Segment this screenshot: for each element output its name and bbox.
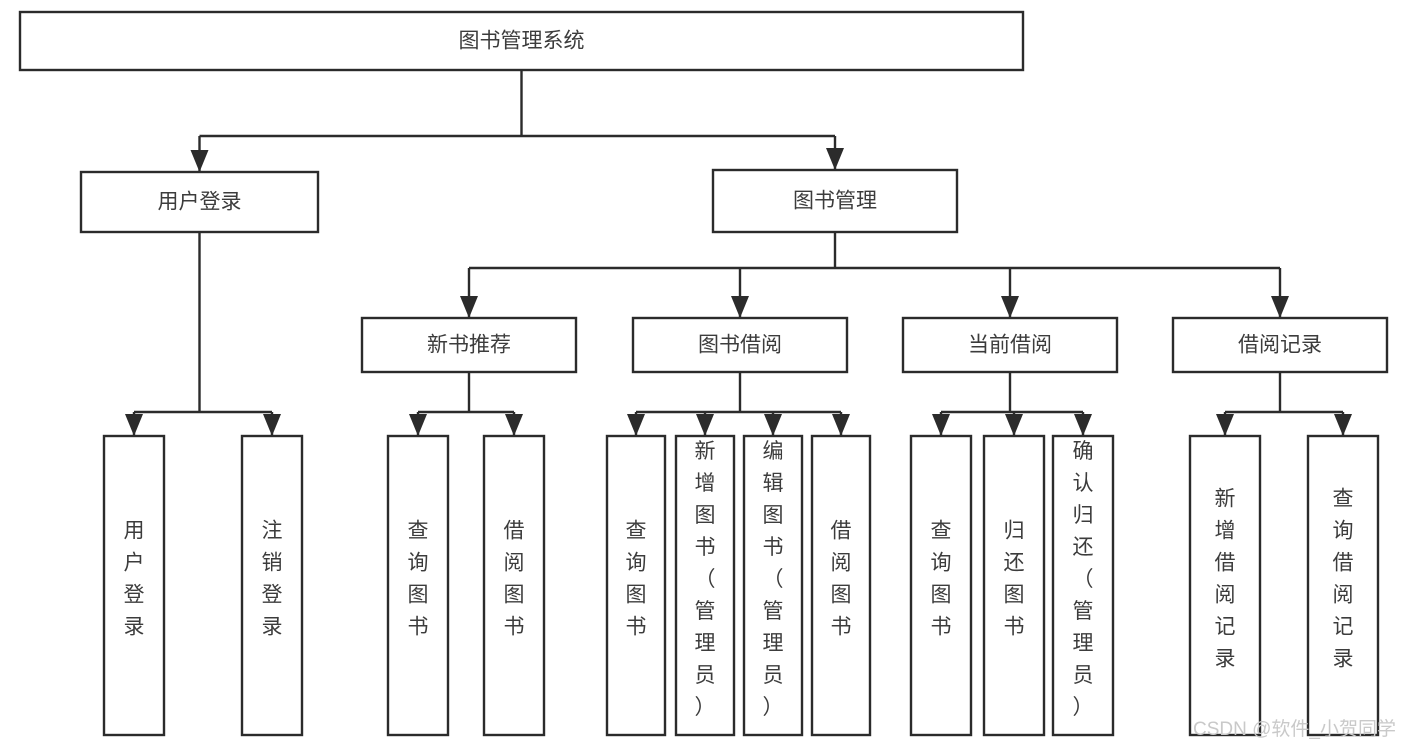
- arrowhead-icon: [731, 296, 749, 318]
- root-node-box[interactable]: [18, 10, 1025, 72]
- leaf-node-leaf-query-book-1-label: 查询图书: [408, 520, 429, 639]
- level2-node-book-borrow-label: 图书借阅: [698, 334, 782, 357]
- leaf-node-leaf-add-record-box[interactable]: [1188, 434, 1262, 737]
- leaf-node-leaf-query-record[interactable]: 查询借阅记录: [1306, 434, 1380, 737]
- leaf-node-leaf-confirm-return-box[interactable]: [1051, 434, 1115, 737]
- leaf-node-leaf-query-record-box[interactable]: [1306, 434, 1380, 737]
- leaf-node-leaf-edit-book[interactable]: 编辑图书（管理员）: [742, 434, 804, 737]
- level2-node-current-borrow-label: 当前借阅: [968, 334, 1052, 357]
- leaf-node-leaf-user-login-box[interactable]: [102, 434, 166, 737]
- leaf-node-leaf-query-book-2-label: 查询图书: [626, 520, 647, 639]
- level1-node-book-manage-box[interactable]: [711, 168, 959, 234]
- leaf-node-leaf-return-book-label: 归还图书: [1004, 520, 1025, 639]
- arrowhead-icon: [832, 414, 850, 436]
- level2-node-borrow-record-label: 借阅记录: [1238, 334, 1322, 357]
- leaf-node-leaf-return-book[interactable]: 归还图书: [982, 434, 1046, 737]
- arrowhead-icon: [1074, 414, 1092, 436]
- level1-node-user-login-label: 用户登录: [158, 191, 242, 214]
- leaf-node-leaf-borrow-book-1-box[interactable]: [482, 434, 546, 737]
- leaf-node-leaf-edit-book-box[interactable]: [742, 434, 804, 737]
- leaf-node-leaf-borrow-book-2[interactable]: 借阅图书: [810, 434, 872, 737]
- level2-node-new-book-rec-label: 新书推荐: [427, 334, 511, 357]
- leaf-node-leaf-confirm-return-label: 确认归还（管理员）: [1073, 440, 1094, 719]
- arrowhead-icon: [125, 414, 143, 436]
- level2-node-current-borrow-box[interactable]: [901, 316, 1119, 374]
- arrowhead-icon: [1005, 414, 1023, 436]
- level2-node-new-book-rec[interactable]: 新书推荐: [360, 316, 578, 374]
- leaf-node-leaf-borrow-book-2-box[interactable]: [810, 434, 872, 737]
- leaf-node-leaf-query-book-2-box[interactable]: [605, 434, 667, 737]
- leaf-node-leaf-query-book-3[interactable]: 查询图书: [909, 434, 973, 737]
- csdn-watermark: CSDN @软件_小贺同学: [1193, 718, 1396, 740]
- arrowhead-icon: [764, 414, 782, 436]
- leaf-node-leaf-add-book-box[interactable]: [674, 434, 736, 737]
- leaf-node-leaf-query-book-3-label: 查询图书: [931, 520, 952, 639]
- leaf-node-leaf-query-book-3-box[interactable]: [909, 434, 973, 737]
- leaf-node-leaf-add-book-label: 新增图书（管理员）: [695, 440, 716, 719]
- nodes-layer: 图书管理系统用户登录图书管理新书推荐图书借阅当前借阅借阅记录用户登录注销登录查询…: [18, 10, 1389, 737]
- leaf-node-leaf-confirm-return[interactable]: 确认归还（管理员）: [1051, 434, 1115, 737]
- arrowhead-icon: [263, 414, 281, 436]
- leaf-node-leaf-borrow-book-1[interactable]: 借阅图书: [482, 434, 546, 737]
- leaf-node-leaf-add-record[interactable]: 新增借阅记录: [1188, 434, 1262, 737]
- arrowhead-icon: [190, 150, 209, 172]
- level2-node-borrow-record-box[interactable]: [1171, 316, 1389, 374]
- arrowhead-icon: [826, 148, 844, 170]
- leaf-node-leaf-edit-book-label: 编辑图书（管理员）: [763, 440, 784, 719]
- arrowhead-icon: [505, 414, 523, 436]
- leaf-node-leaf-query-book-2[interactable]: 查询图书: [605, 434, 667, 737]
- leaf-node-leaf-user-logout-box[interactable]: [240, 434, 304, 737]
- arrowhead-icon: [1334, 414, 1352, 436]
- level1-node-user-login[interactable]: 用户登录: [79, 170, 320, 234]
- arrowhead-icon: [1001, 296, 1019, 318]
- arrowhead-icon: [1216, 414, 1234, 436]
- arrowhead-icon: [460, 296, 478, 318]
- level2-node-new-book-rec-box[interactable]: [360, 316, 578, 374]
- level2-node-current-borrow[interactable]: 当前借阅: [901, 316, 1119, 374]
- leaf-node-leaf-user-logout-label: 注销登录: [262, 520, 283, 639]
- leaf-node-leaf-borrow-book-1-label: 借阅图书: [504, 520, 525, 639]
- leaf-node-leaf-user-login-label: 用户登录: [124, 520, 145, 639]
- level1-node-book-manage-label: 图书管理: [793, 190, 877, 213]
- arrowhead-icon: [932, 414, 950, 436]
- root-node-label: 图书管理系统: [459, 30, 585, 53]
- leaf-node-leaf-add-record-label: 新增借阅记录: [1215, 488, 1236, 671]
- leaf-node-leaf-add-book[interactable]: 新增图书（管理员）: [674, 434, 736, 737]
- leaf-node-leaf-return-book-box[interactable]: [982, 434, 1046, 737]
- edges-layer: [125, 70, 1352, 436]
- root-node[interactable]: 图书管理系统: [18, 10, 1025, 72]
- arrowhead-icon: [696, 414, 714, 436]
- leaf-node-leaf-query-book-1[interactable]: 查询图书: [386, 434, 450, 737]
- level1-node-user-login-box[interactable]: [79, 170, 320, 234]
- arrowhead-icon: [627, 414, 645, 436]
- leaf-node-leaf-borrow-book-2-label: 借阅图书: [831, 520, 852, 639]
- level2-node-book-borrow[interactable]: 图书借阅: [631, 316, 849, 374]
- level2-node-borrow-record[interactable]: 借阅记录: [1171, 316, 1389, 374]
- level2-node-book-borrow-box[interactable]: [631, 316, 849, 374]
- leaf-node-leaf-user-logout[interactable]: 注销登录: [240, 434, 304, 737]
- level1-node-book-manage[interactable]: 图书管理: [711, 168, 959, 234]
- leaf-node-leaf-user-login[interactable]: 用户登录: [102, 434, 166, 737]
- arrowhead-icon: [1271, 296, 1289, 318]
- leaf-node-leaf-query-book-1-box[interactable]: [386, 434, 450, 737]
- arrowhead-icon: [409, 414, 427, 436]
- leaf-node-leaf-query-record-label: 查询借阅记录: [1333, 488, 1354, 671]
